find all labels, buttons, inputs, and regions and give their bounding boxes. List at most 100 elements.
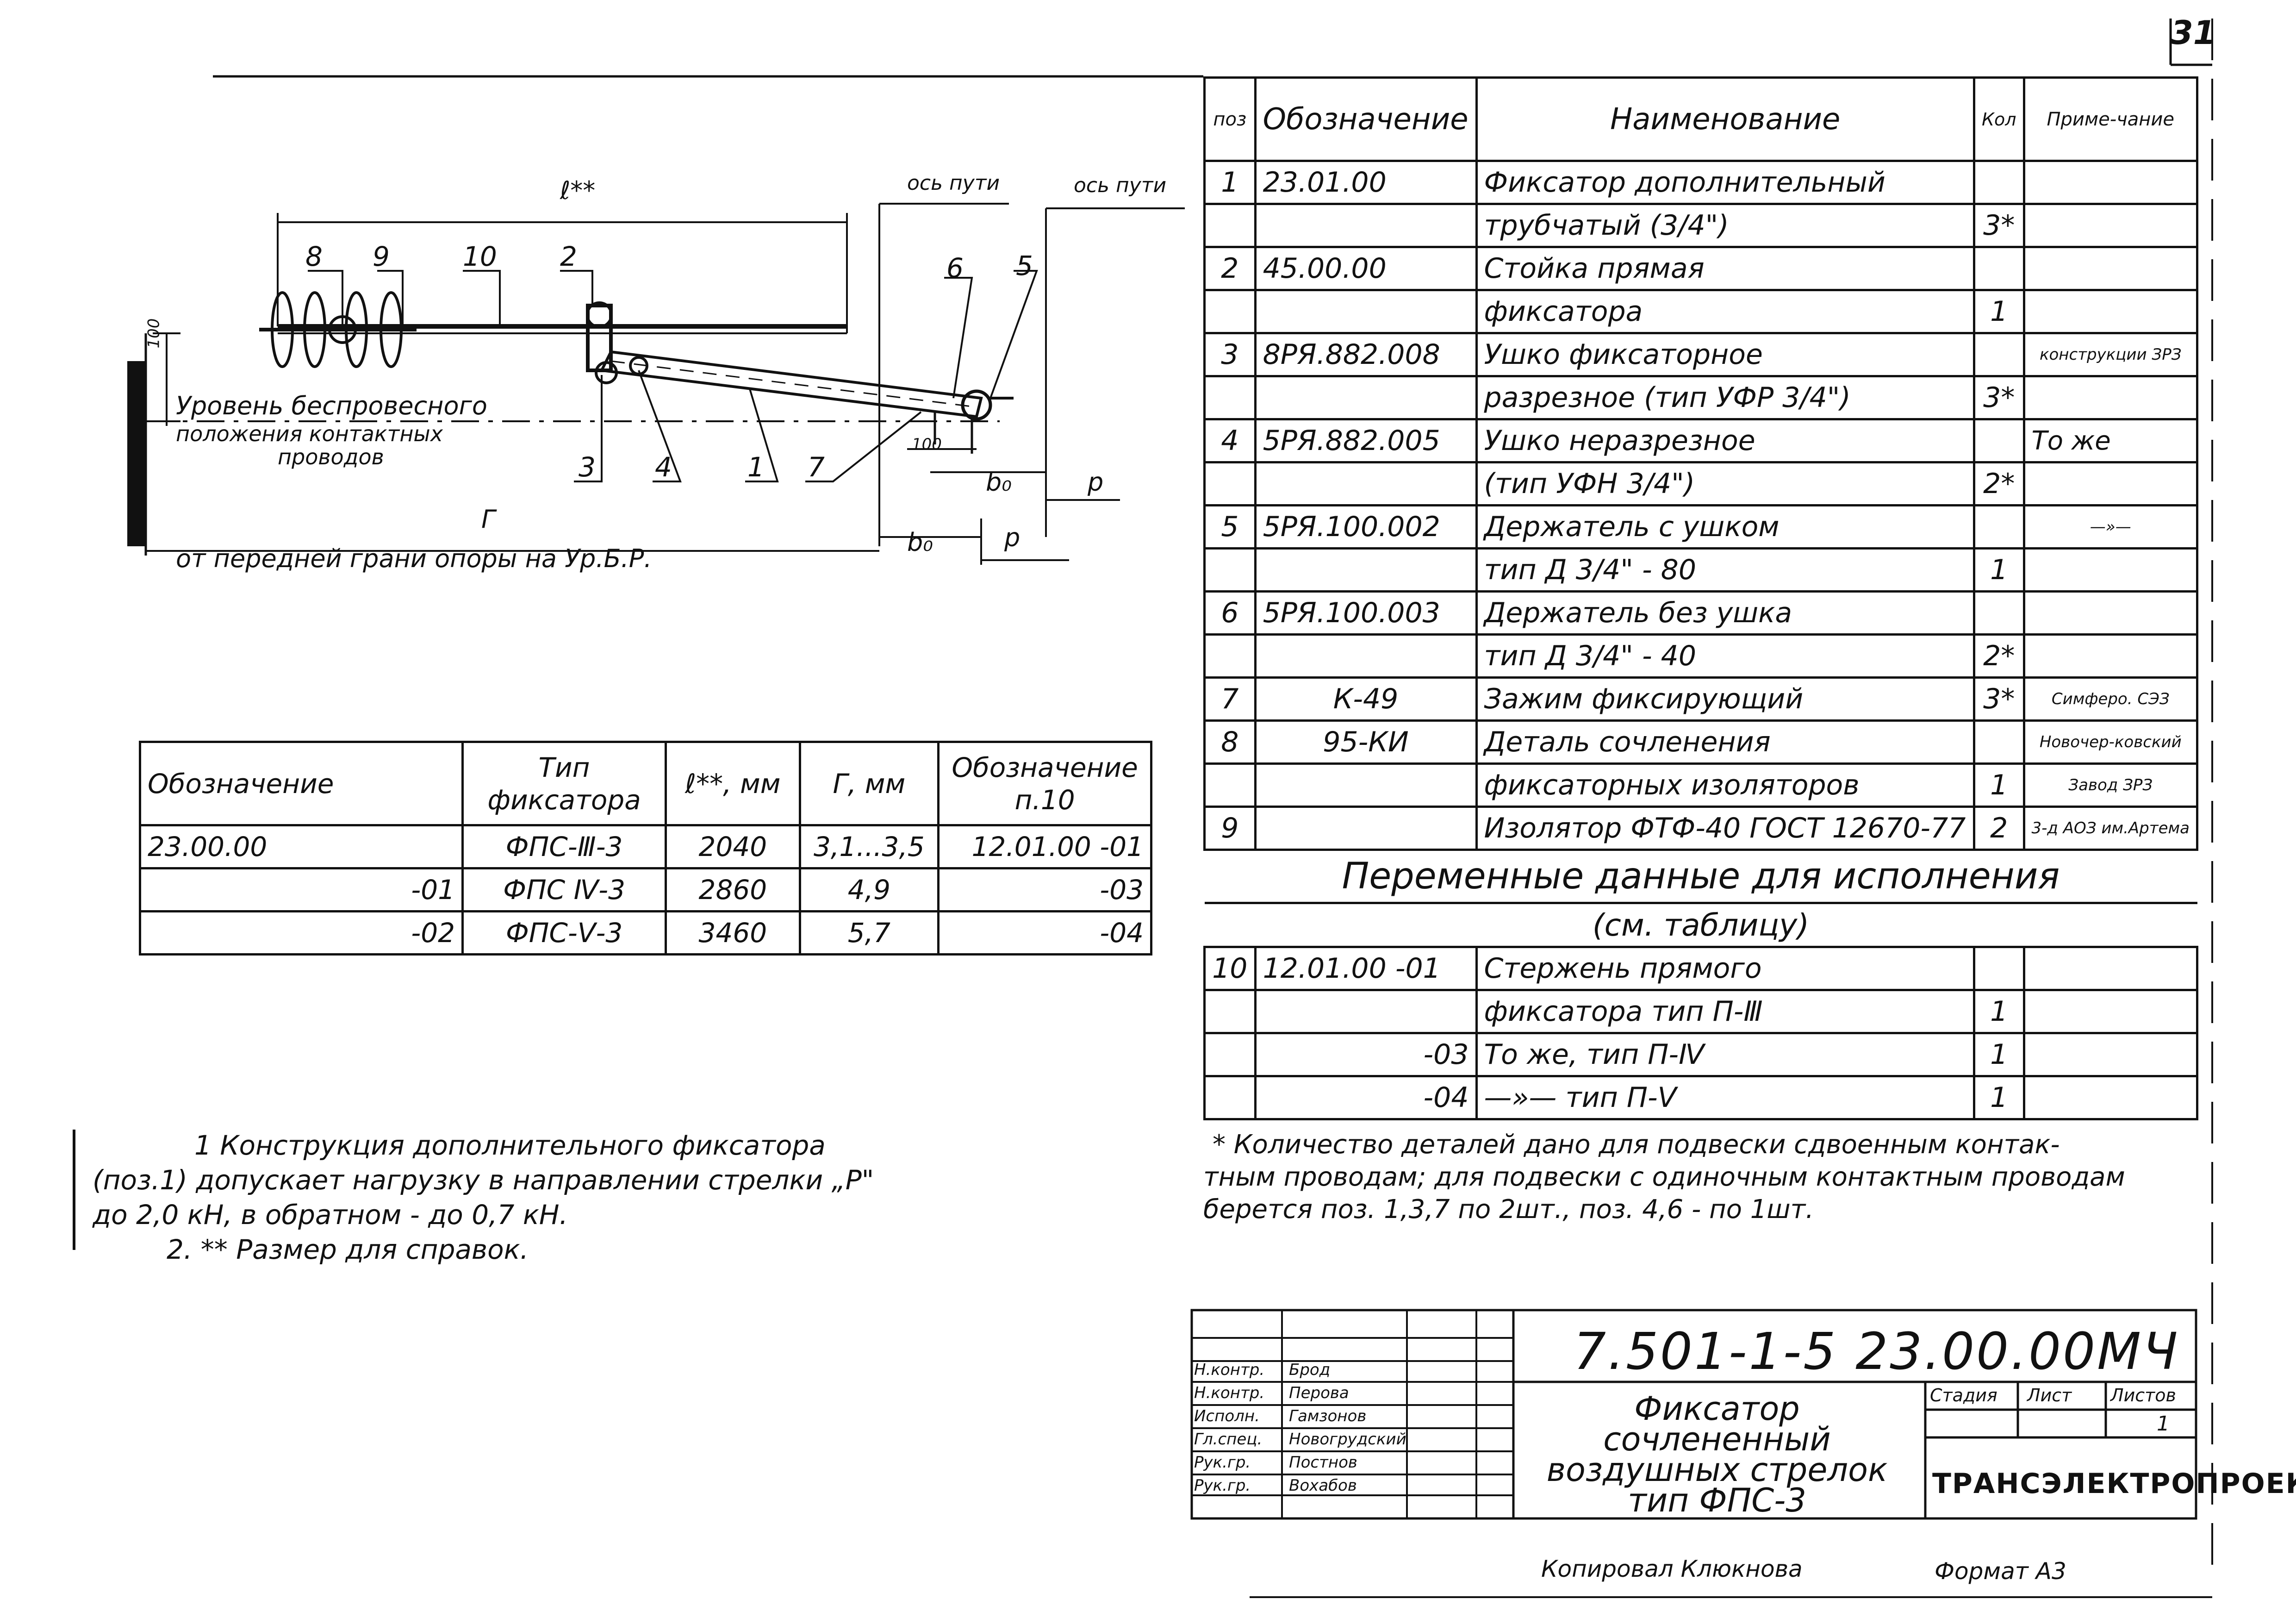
table-row: трубчатый (3/4")3* [1203, 203, 2199, 248]
spec-cell: 10 [1203, 946, 1257, 991]
spec-cell: тип Д 3/4" - 80 [1475, 547, 1975, 593]
title-line-3: воздушных стрелок [1546, 1451, 1888, 1489]
spec-cell: Зажим фиксирующий [1475, 676, 1975, 722]
spec-header: поз Обозначение Наименование Кол Приме-ч… [1203, 76, 2199, 162]
spec-cell [2022, 289, 2199, 334]
tb-sheets-label: Листов [2110, 1385, 2176, 1405]
spec-cell: 1 [1972, 547, 2025, 593]
title-line-4: тип ФПС-3 [1628, 1481, 1806, 1519]
signer-role: Гл.спец. [1194, 1430, 1263, 1449]
dim-r-from-label: от передней грани опоры на Ур.Б.Р. [176, 544, 652, 573]
spec-cell: 8РЯ.882.008 [1254, 332, 1478, 377]
vt-cell: 3,1...3,5 [798, 824, 940, 869]
spec-cell [1203, 762, 1257, 808]
vt-h-p10: Обозначение п.10 [937, 741, 1152, 826]
drawing-title: Фиксатор сочлененный воздушных стрелок т… [1518, 1393, 1916, 1519]
note-2: 2. ** Размер для справок. [167, 1234, 529, 1265]
spec-cell [1254, 633, 1478, 679]
spec-cell: Стойка прямая [1475, 246, 1975, 291]
dim-p-a: p [1088, 468, 1104, 497]
callout-9: 9 [373, 241, 390, 272]
level-label-1: Уровень беспровесного [176, 391, 487, 420]
callout-7: 7 [808, 451, 825, 483]
spec-cell [1254, 547, 1478, 593]
vt-cell: 23.00.00 [139, 824, 464, 869]
signer-row: Рук.гр.Постнов [1194, 1451, 1416, 1474]
spec-cell [2022, 590, 2199, 636]
signer-name: Постнов [1289, 1453, 1357, 1472]
spec-cell: 3-д АОЗ им.Артема [2022, 806, 2199, 851]
spec-cell: 5РЯ.882.005 [1254, 418, 1478, 463]
vt-cell: -04 [937, 910, 1152, 956]
spec-cell [1972, 160, 2025, 205]
vt-cell: 2860 [665, 867, 801, 912]
note-1-line-3: до 2,0 кН, в обратном - до 0,7 кН. [93, 1199, 568, 1230]
spec-cell: 2 [1972, 806, 2025, 851]
spec-cell [2022, 203, 2199, 248]
vt-h-l: ℓ**, мм [665, 741, 801, 826]
spec-cell [1254, 989, 1478, 1034]
spec-cell: фиксатора тип П-Ⅲ [1475, 989, 1975, 1034]
spec-cell: 3 [1203, 332, 1257, 377]
signer-name: Брод [1289, 1361, 1331, 1379]
spec-variable-title-row: Переменные данные для исполнения [1204, 849, 2197, 904]
spec-cell: —»— тип П-Ⅴ [1475, 1075, 1975, 1120]
signer-role: Рук.гр. [1194, 1476, 1251, 1495]
spec-cell [1203, 633, 1257, 679]
spec-cell: 45.00.00 [1254, 246, 1478, 291]
spec-h-designation: Обозначение [1254, 76, 1478, 162]
title-line-2: сочлененный [1603, 1420, 1831, 1458]
spec-h-qty: Кол [1972, 76, 2025, 162]
spec-h-note: Приме-чание [2022, 76, 2199, 162]
variant-table-header: Обозначение Тип фиксатора ℓ**, мм Г, мм … [139, 741, 1152, 826]
spec-cell: 7 [1203, 676, 1257, 722]
spec-cell [1972, 418, 2025, 463]
spec-cell: трубчатый (3/4") [1475, 203, 1975, 248]
tb-sheet-label: Лист [2027, 1385, 2072, 1405]
vt-cell: ФПС Ⅳ-3 [461, 867, 667, 912]
spec-cell [1254, 375, 1478, 420]
spec-cell: 2* [1972, 461, 2025, 506]
note-1-line-1: 1 Конструкция дополнительного фиксатора [194, 1130, 826, 1161]
footnote-line-1: * Количество деталей дано для подвески с… [1213, 1130, 2060, 1160]
title-block-lines [1190, 1309, 2197, 1520]
spec-cell [1972, 504, 2025, 550]
spec-cell [2022, 1075, 2199, 1120]
spec-cell [2022, 246, 2199, 291]
vt-h-designation: Обозначение [139, 741, 464, 826]
specification-table: поз Обозначение Наименование Кол Приме-ч… [1203, 76, 2199, 1120]
signer-name: Новогрудский [1289, 1430, 1406, 1449]
spec-h-pos: поз [1203, 76, 1257, 162]
signer-role: Исполн. [1194, 1407, 1260, 1425]
level-label-3: проводов [278, 444, 384, 469]
spec-cell: То же [2022, 418, 2199, 463]
spec-cell: 2 [1203, 246, 1257, 291]
spec-cell: 1 [1203, 160, 1257, 205]
spec-cell: К-49 [1254, 676, 1478, 722]
signer-name: Перова [1289, 1384, 1349, 1402]
footnote-line-2: тным проводам; для подвески с одиночным … [1203, 1162, 2125, 1192]
spec-cell: 1 [1972, 1032, 2025, 1077]
spec-cell: 8 [1203, 719, 1257, 765]
callout-6: 6 [946, 252, 964, 284]
spec-cell [1203, 375, 1257, 420]
vt-cell: -01 [139, 867, 464, 912]
spec-cell [2022, 633, 2199, 679]
spec-cell: конструкции ЗРЗ [2022, 332, 2199, 377]
spec-cell [2022, 1032, 2199, 1077]
spec-cell: 6 [1203, 590, 1257, 636]
spec-cell: Ушко фиксаторное [1475, 332, 1975, 377]
signer-role: Н.контр. [1194, 1361, 1265, 1379]
copied-by: Копировал Клюкнова [1541, 1555, 1803, 1582]
vt-h-type: Тип фиксатора [461, 741, 667, 826]
callout-2: 2 [560, 241, 577, 272]
spec-cell: 1 [1972, 762, 2025, 808]
spec-cell [1203, 461, 1257, 506]
spec-cell: 3* [1972, 375, 2025, 420]
vt-cell: 3460 [665, 910, 801, 956]
